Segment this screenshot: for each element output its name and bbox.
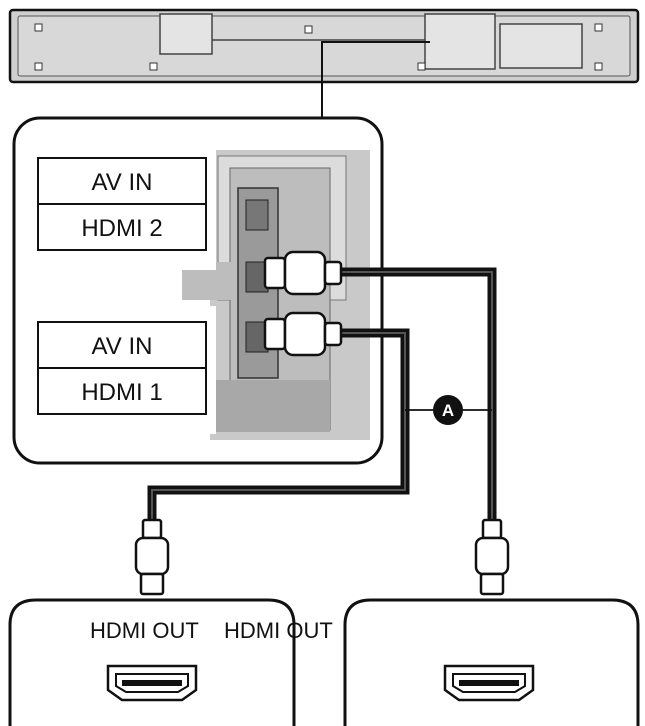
source-device-right: HDMI OUT xyxy=(224,598,640,726)
device-left-label: HDMI OUT xyxy=(90,618,199,643)
hdmi-plug-left-device xyxy=(134,518,170,596)
hdmi-port-icon xyxy=(106,664,198,702)
port-label-hdmi1: AV IN HDMI 1 xyxy=(26,306,216,434)
callout-leader-line xyxy=(321,41,430,118)
cable-marker: A xyxy=(405,395,492,425)
port-upper-line1: AV IN xyxy=(92,169,153,196)
source-device-left: HDMI OUT xyxy=(8,598,296,726)
hdmi-plug-upper xyxy=(263,250,343,296)
hdmi-plug-right-device xyxy=(474,518,510,596)
port-lower-line2: HDMI 1 xyxy=(81,379,162,406)
cable-marker-label: A xyxy=(442,401,454,420)
soundbar-unit xyxy=(8,8,640,84)
hdmi-port-icon xyxy=(443,664,535,702)
device-right-label: HDMI OUT xyxy=(224,618,333,643)
hdmi-plug-lower xyxy=(263,311,343,357)
port-lower-line1: AV IN xyxy=(92,333,153,360)
port-upper-line2: HDMI 2 xyxy=(81,215,162,242)
port-label-hdmi2: AV IN HDMI 2 xyxy=(26,142,216,270)
